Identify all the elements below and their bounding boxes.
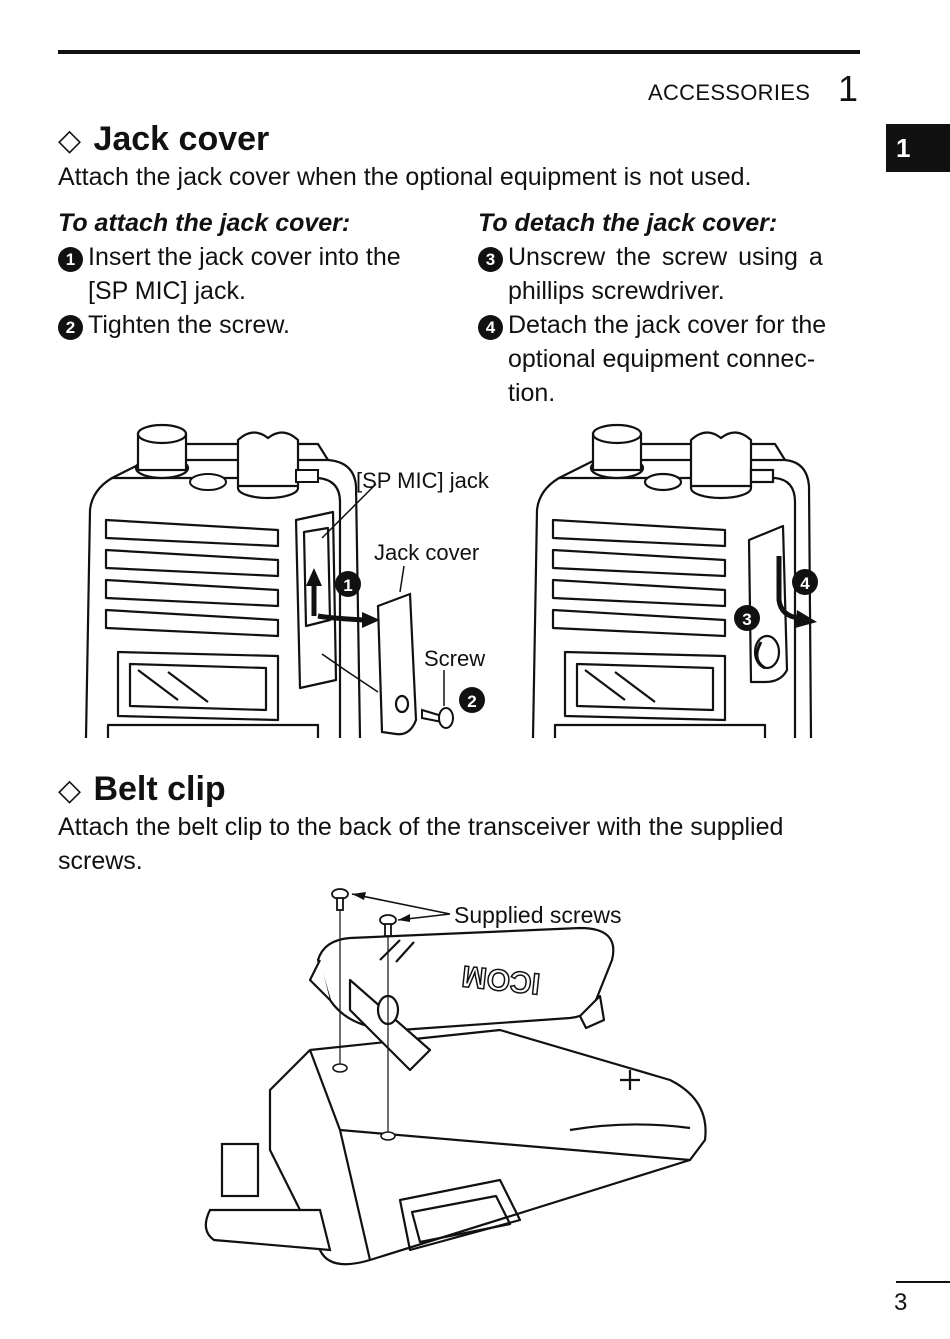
step-3: 3 Unscrew the screw using a phillips scr… — [478, 240, 862, 308]
jack-cover-label: Jack cover — [374, 540, 479, 565]
jack-cover-part — [376, 592, 418, 736]
belt-clip-title: Belt clip — [93, 770, 226, 808]
radio-back-body — [268, 1028, 707, 1266]
step-2: 2 Tighten the screw. — [58, 308, 442, 342]
sp-mic-jack-recess — [294, 510, 338, 690]
figure-marker-4: 4 — [800, 574, 810, 593]
jack-cover-intro: Attach the jack cover when the optional … — [58, 163, 752, 191]
sp-mic-jack-label: [SP MIC] jack — [356, 468, 490, 493]
volume-knob — [134, 423, 190, 480]
detach-column: To detach the jack cover: 3 Unscrew the … — [478, 206, 862, 410]
step-number-2: 2 — [58, 315, 83, 340]
detach-jack-cover-figure: 4 3 — [531, 423, 818, 739]
screw-part — [421, 707, 454, 729]
belt-clip-intro-line-2: screws. — [58, 847, 143, 875]
step-4-line-1: Detach the jack cover for the — [508, 311, 827, 339]
step-1-line-1: Insert the jack cover into the — [88, 243, 401, 271]
step-number-1: 1 — [58, 247, 83, 272]
supplied-screws — [331, 888, 397, 937]
header-rule — [58, 50, 860, 54]
figure-marker-1: 1 — [343, 576, 352, 595]
running-header: ACCESSORIES — [648, 80, 811, 105]
detach-heading: To detach the jack cover: — [478, 209, 778, 237]
belt-clip-radio-knob — [204, 1142, 332, 1252]
page-number: 3 — [894, 1289, 908, 1316]
antenna — [236, 431, 300, 500]
step-4-line-2: optional equipment connec- — [508, 345, 816, 373]
diamond-icon: ◇ — [58, 124, 82, 157]
attach-jack-cover-figure: [SP MIC] jack Jack cover Screw 1 2 — [84, 423, 490, 739]
chapter-number: 1 — [838, 68, 859, 109]
step-number-3: 3 — [478, 247, 503, 272]
supplied-screws-label: Supplied screws — [454, 902, 621, 928]
step-4: 4 Detach the jack cover for the optional… — [478, 308, 862, 410]
jack-cover-heading: ◇ Jack cover — [58, 120, 269, 159]
attach-column: To attach the jack cover: 1 Insert the j… — [58, 206, 442, 342]
screw-label: Screw — [424, 646, 485, 671]
belt-clip-part — [308, 926, 615, 1072]
step-3-line-2: phillips screwdriver. — [508, 277, 725, 305]
step-1: 1 Insert the jack cover into the [SP MIC… — [58, 240, 442, 308]
step-1-line-2: [SP MIC] jack. — [88, 277, 246, 305]
belt-clip-figure: ICOM Supplied screws — [204, 888, 707, 1266]
figure-marker-2: 2 — [467, 692, 476, 711]
figure-marker-3: 3 — [742, 610, 751, 629]
belt-clip-intro-line-1: Attach the belt clip to the back of the … — [58, 813, 784, 841]
step-number-4: 4 — [478, 315, 503, 340]
step-4-line-3: tion. — [508, 379, 556, 407]
attached-jack-cover — [747, 524, 789, 684]
step-2-line-1: Tighten the screw. — [88, 311, 290, 339]
jack-cover-title: Jack cover — [93, 120, 270, 158]
chapter-tab: 1 — [886, 124, 950, 172]
diamond-icon: ◇ — [58, 774, 82, 807]
step-3-line-1: Unscrew the screw using a — [508, 243, 823, 271]
belt-clip-heading: ◇ Belt clip — [58, 770, 226, 809]
connector-port — [398, 1178, 522, 1252]
page-number-rule — [896, 1281, 950, 1283]
attach-heading: To attach the jack cover: — [58, 209, 351, 237]
